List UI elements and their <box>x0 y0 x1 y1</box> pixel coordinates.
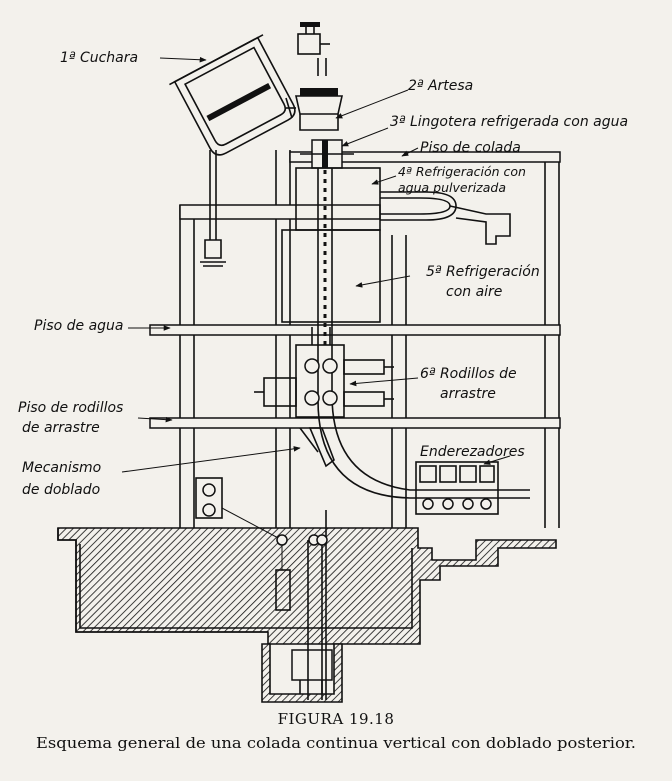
floors <box>149 151 561 429</box>
ladle <box>169 22 330 267</box>
label-enderezadores: Enderezadores <box>420 444 525 460</box>
labels: 1ª Cuchara 2ª Artesa 3ª Lingotera refrig… <box>18 50 628 498</box>
leader-lines <box>121 56 511 473</box>
label-refrig-1: 4ª Refrigeración con <box>398 164 526 179</box>
figure-caption: Esquema general de una colada continua v… <box>36 736 636 752</box>
label-rodillos-1: 6ª Rodillos de <box>420 366 517 382</box>
counterweight <box>195 477 291 611</box>
straighteners <box>415 461 499 515</box>
label-refrig-2: agua pulverizada <box>398 180 506 195</box>
label-aire-2: con aire <box>446 284 502 300</box>
label-mecanismo-1: Mecanismo <box>22 460 101 476</box>
label-rodillos-2: arrastre <box>440 386 496 402</box>
label-lingotera: 3ª Lingotera refrigerada con agua <box>390 114 628 130</box>
discharge-tower <box>307 510 328 700</box>
bending-mechanism <box>299 427 335 468</box>
label-artesa: 2ª Artesa <box>408 78 473 94</box>
label-cuchara: 1ª Cuchara <box>60 50 138 66</box>
label-aire-1: 5ª Refrigeración <box>426 264 540 280</box>
label-piso-colada: Piso de colada <box>420 140 521 156</box>
air-cooling <box>281 229 381 323</box>
caption: FIGURA 19.18 Esquema general de una cola… <box>36 710 636 752</box>
mould <box>300 139 354 169</box>
foundation-pit <box>57 527 557 703</box>
label-mecanismo-2: de doblado <box>22 482 100 498</box>
strand <box>317 168 530 499</box>
label-piso-rodillos-2: de arrastre <box>22 420 100 436</box>
label-piso-rodillos-1: Piso de rodillos <box>18 400 123 416</box>
label-piso-agua: Piso de agua <box>34 318 124 334</box>
drive-rollers <box>254 327 394 418</box>
figure-number: FIGURA 19.18 <box>278 710 395 728</box>
